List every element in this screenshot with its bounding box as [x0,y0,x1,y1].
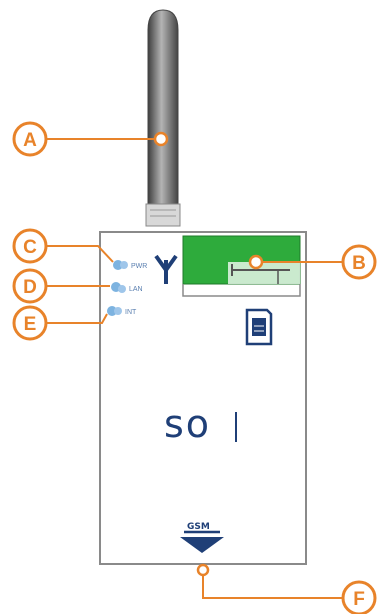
callout-c-label: C [23,237,37,258]
antenna-connector [145,203,181,227]
callout-c: C [12,228,48,264]
callout-dots [153,131,264,577]
led-pwr-label: PWR [131,263,147,270]
antenna [145,9,181,227]
callout-d: D [12,268,48,304]
callout-f: F [341,580,377,614]
led-lan-label: LAN [129,286,143,293]
callout-b: B [341,244,377,280]
callout-a-label: A [23,130,37,151]
callout-lines [44,138,343,599]
led-lan: LAN [111,282,143,293]
sim-board [182,235,301,297]
antenna-signal-icon [154,254,178,284]
callout-a: A [12,121,48,157]
led-int: INT [107,306,137,316]
led-pwr: PWR [113,260,147,270]
gsm-connector-indicator: GSM [180,522,224,553]
callout-d-label: D [23,277,37,298]
device-body [99,231,307,565]
sim-card-icon [245,308,273,346]
callout-e: E [12,305,48,341]
gsm-label: GSM [187,522,210,532]
callout-e-label: E [24,314,37,335]
led-int-label: INT [125,309,137,316]
callout-f-label: F [353,589,365,610]
brand-text: so [164,402,211,446]
down-arrow-icon [180,537,224,553]
callout-b-label: B [352,253,366,274]
